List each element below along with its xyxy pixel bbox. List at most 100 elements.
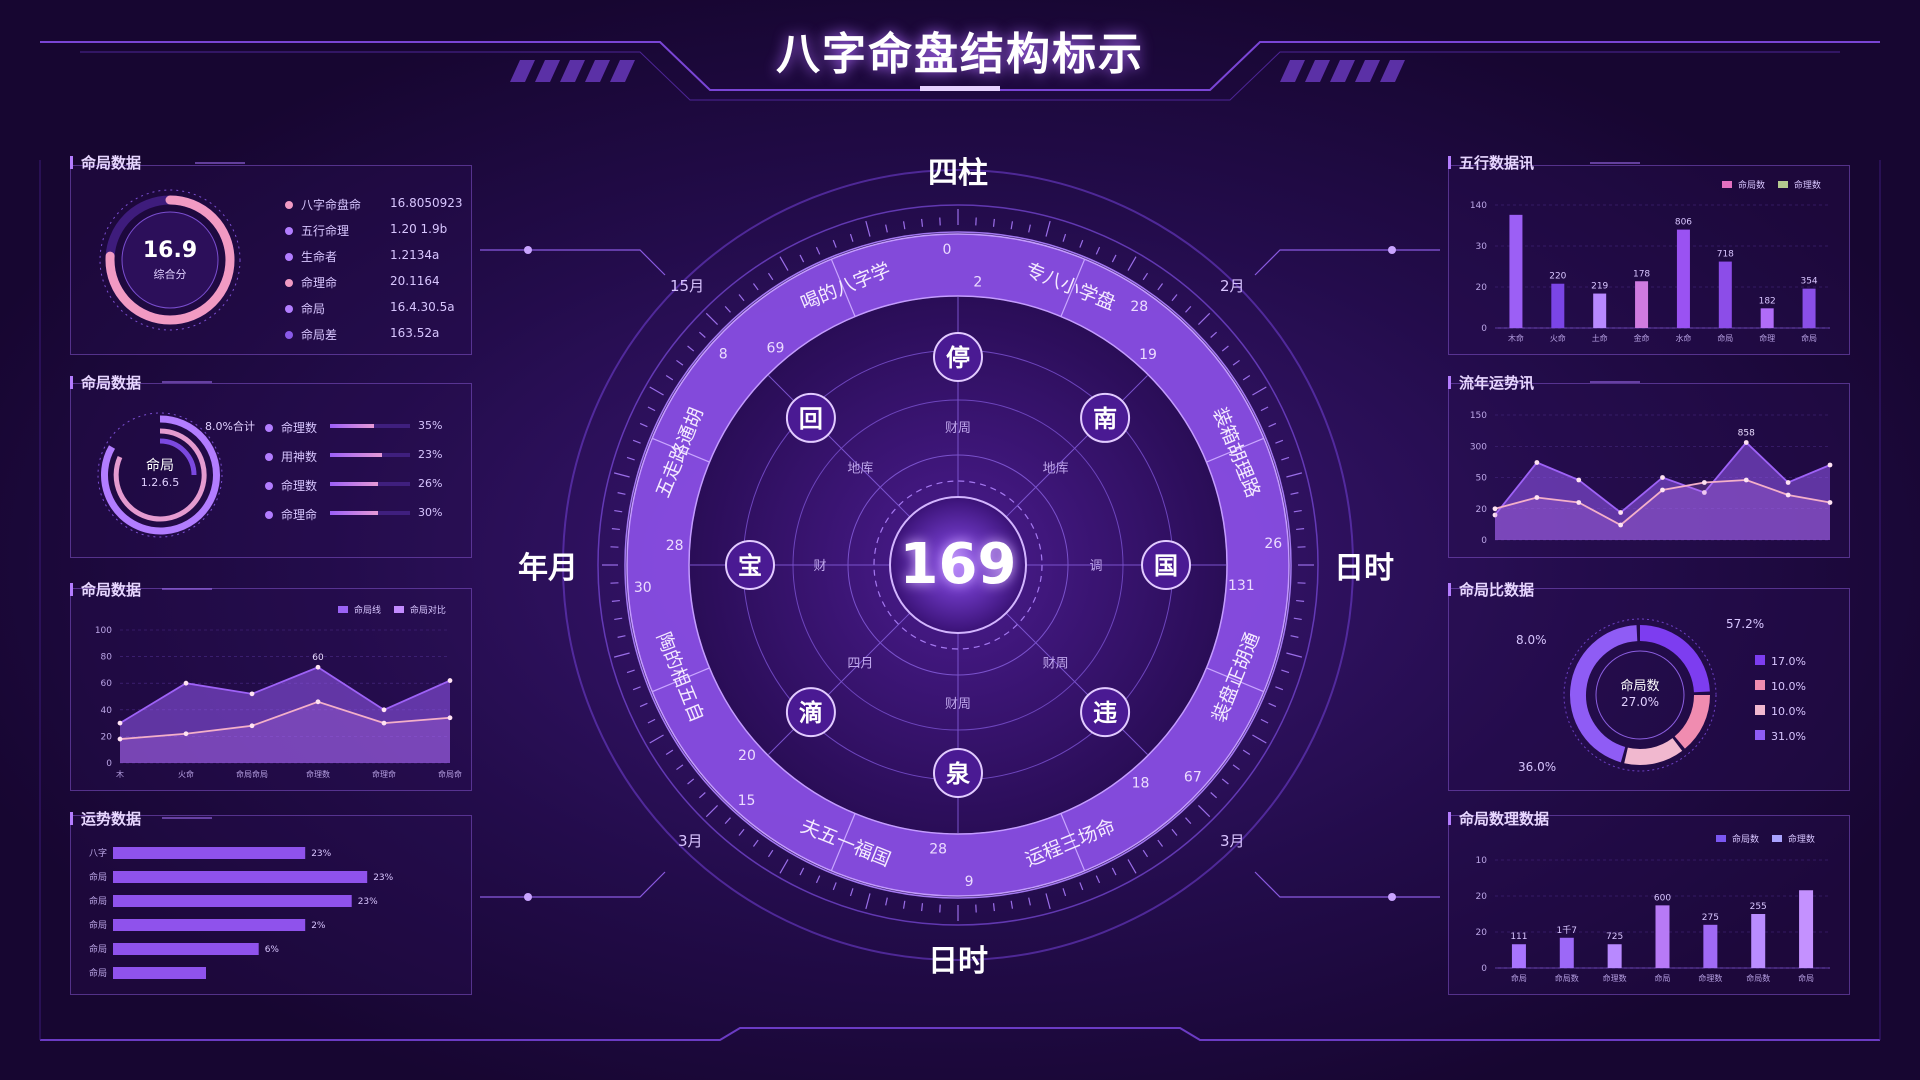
wheel-tick xyxy=(1221,345,1229,352)
wheel-tick xyxy=(1210,331,1218,338)
series-area xyxy=(120,701,450,763)
data-point xyxy=(1660,475,1665,480)
left-gauge xyxy=(99,189,241,331)
legend-dot xyxy=(285,279,293,287)
left-panel-1-value: 1.2134a xyxy=(390,248,440,262)
series-area xyxy=(120,667,450,763)
legend-dot xyxy=(285,253,293,261)
panel-title-line xyxy=(162,588,212,590)
data-label: 111 xyxy=(1510,932,1527,942)
left-gauge-value: 16.9 xyxy=(142,238,198,263)
data-label: 6% xyxy=(265,945,280,955)
y-tick-label: 80 xyxy=(101,653,113,663)
left-ring-gauge-value: 1.2.6.5 xyxy=(140,476,180,489)
item-label: 命理命 xyxy=(281,508,318,522)
bar xyxy=(1676,229,1690,328)
y-tick-label: 0 xyxy=(1481,964,1487,974)
wheel-tick xyxy=(1293,617,1302,621)
wheel-tick xyxy=(665,374,674,381)
wheel-corner-tl: 15月 xyxy=(670,277,705,295)
y-tick-label: 20 xyxy=(1476,928,1488,938)
left-panel-1-item: 命局 xyxy=(285,300,325,317)
donut-legend-item: 10.0% xyxy=(1755,680,1806,693)
legend-label: 命理数 xyxy=(1787,835,1815,845)
wheel-tick xyxy=(687,778,695,785)
ring-number: 30 xyxy=(634,580,652,596)
wheel-tick xyxy=(1157,839,1164,847)
wheel-tick xyxy=(1260,406,1269,412)
y-tick-label: 0 xyxy=(106,759,112,769)
ring-number: 18 xyxy=(1132,776,1150,792)
pie-slice xyxy=(1674,694,1710,749)
data-point xyxy=(1785,480,1791,485)
left-panel-2-bar xyxy=(330,453,382,457)
wheel-tick xyxy=(665,749,674,756)
panel-title-line xyxy=(1590,381,1640,383)
data-point xyxy=(183,731,189,737)
wheel-tick xyxy=(1127,256,1137,271)
inner-label: 地库 xyxy=(1043,460,1069,476)
data-label: 718 xyxy=(1717,250,1734,260)
wheel-corner-br: 3月 xyxy=(1220,832,1245,850)
ring-divider xyxy=(1060,258,1086,317)
legend-dot xyxy=(285,201,293,209)
ring-divider xyxy=(830,813,856,872)
legend-dot xyxy=(285,331,293,339)
data-point xyxy=(1785,492,1791,498)
ring-number: 131 xyxy=(1228,578,1255,594)
x-tick-label: 火命 xyxy=(178,769,194,779)
ring-divider xyxy=(651,437,710,463)
y-tick-label: 300 xyxy=(1470,442,1487,452)
ring-divider xyxy=(830,258,856,317)
left-panel-1-value: 20.1164 xyxy=(390,274,440,288)
wheel-node-label: 宝 xyxy=(738,552,762,580)
legend-swatch xyxy=(1755,705,1765,715)
wheel-spoke xyxy=(1005,375,1148,518)
x-tick-label: 命局命局 xyxy=(236,769,268,779)
wheel-tick xyxy=(705,312,719,326)
data-point xyxy=(1492,506,1498,512)
wheel-tick xyxy=(799,254,805,263)
left-panel-1-item: 五行命理 xyxy=(285,222,349,239)
bar xyxy=(1607,944,1622,968)
wheel-tick xyxy=(724,305,731,313)
left-panel-2-item: 命理数 xyxy=(265,419,317,436)
wheel-node-label: 停 xyxy=(946,344,970,372)
bar xyxy=(113,919,306,931)
bar xyxy=(113,943,259,955)
left-panel-2-bar xyxy=(330,482,378,486)
x-tick-label: 命局数 xyxy=(1746,973,1770,983)
left-area-legend: 命局线 命局对比 xyxy=(338,603,446,616)
wheel-tick xyxy=(1062,888,1067,897)
peak-label: 60 xyxy=(312,653,324,663)
x-tick-label: 土命 xyxy=(1592,333,1608,343)
wheel-tick xyxy=(1185,817,1192,825)
wheel-tick xyxy=(639,702,648,708)
wheel-tick xyxy=(1232,359,1240,366)
wheel-tick xyxy=(1010,221,1014,230)
wheel-tick xyxy=(1028,897,1031,906)
ring-divider xyxy=(651,667,710,693)
wheel-tick xyxy=(1281,456,1290,461)
data-point xyxy=(1743,440,1749,445)
bar xyxy=(1718,261,1732,328)
wheel-tick xyxy=(779,859,789,874)
wheel-tick xyxy=(613,652,630,658)
wheel-tick xyxy=(626,669,635,674)
bar xyxy=(1509,214,1523,328)
ring-number: 26 xyxy=(1264,536,1282,552)
wheel-tick xyxy=(647,718,656,724)
wheel-tick xyxy=(1171,828,1178,836)
wheel-tick xyxy=(1296,599,1305,602)
data-point xyxy=(1618,522,1624,528)
wheel-tick xyxy=(815,875,821,884)
wheel-tick xyxy=(767,272,774,281)
wheel-tick xyxy=(1197,312,1211,326)
bar xyxy=(1802,288,1816,328)
y-tick-label: 40 xyxy=(101,706,113,716)
data-point xyxy=(1827,500,1833,505)
wheel-node-label: 回 xyxy=(799,405,823,433)
x-tick-label: 命局 xyxy=(1801,333,1817,343)
ring-number: 9 xyxy=(965,874,974,890)
ring-number: 0 xyxy=(943,242,952,258)
